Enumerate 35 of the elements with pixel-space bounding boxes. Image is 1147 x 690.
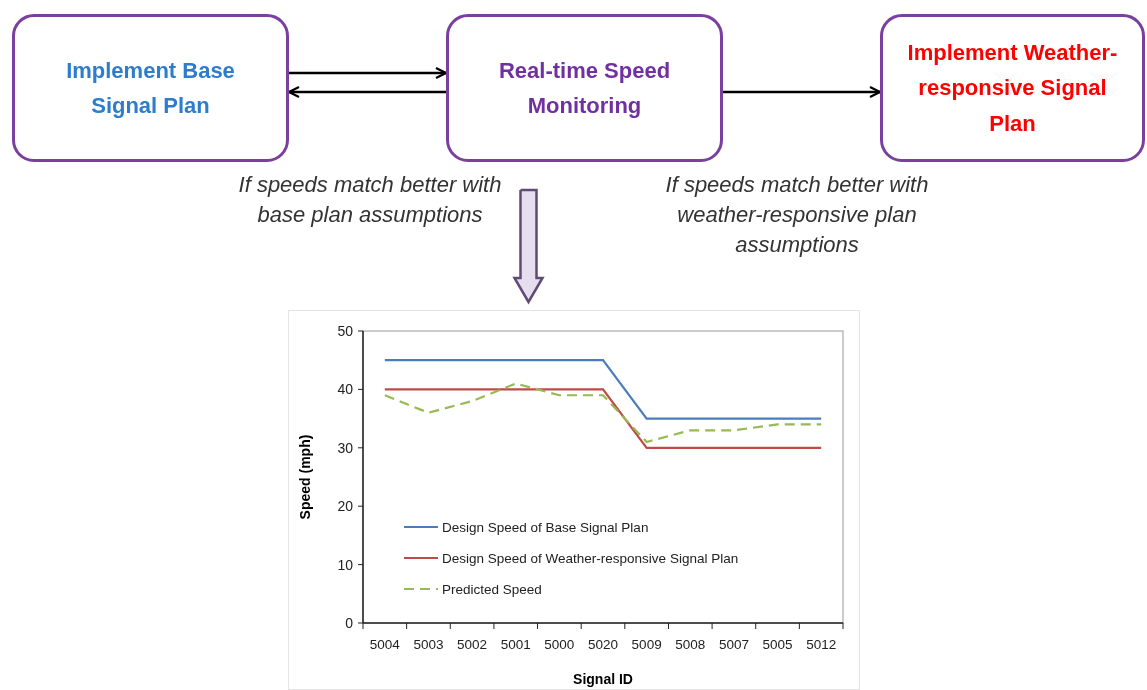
tick-label: 5003 [413, 637, 444, 652]
arrow [287, 85, 446, 99]
edge-label: If speeds match better with weather-responsive plan assumptions [664, 171, 930, 259]
arrow [723, 85, 882, 99]
tick-label: 5009 [631, 637, 662, 652]
axis-title: Speed (mph) [297, 434, 313, 520]
arrow [289, 66, 448, 80]
process-box [12, 14, 289, 162]
legend-label: Design Speed of Base Signal Plan [442, 520, 649, 535]
tick-label: 30 [337, 439, 353, 456]
node-label: Implement Base Signal Plan [65, 56, 236, 120]
node-label: Implement Weather-responsive Signal Plan [906, 39, 1119, 138]
chart-panel [288, 310, 860, 690]
node-label: Real-time Speed Monitoring [497, 56, 672, 120]
tick-label: 5012 [806, 637, 837, 652]
legend-label: Predicted Speed [442, 582, 542, 597]
block-arrow [512, 188, 545, 305]
tick-label: 5020 [588, 637, 618, 652]
tick-label: 10 [337, 556, 353, 573]
legend-label: Design Speed of Weather-responsive Signal Plan [442, 551, 739, 566]
tick-label: 5001 [500, 637, 531, 652]
tick-label: 5005 [762, 637, 793, 652]
axis-title: Signal ID [573, 671, 633, 687]
process-box [446, 14, 723, 162]
tick-label: 5004 [369, 637, 400, 652]
tick-label: 5007 [718, 637, 749, 652]
process-box [880, 14, 1145, 162]
tick-label: 50 [337, 323, 353, 339]
tick-label: 5002 [457, 637, 488, 652]
tick-label: 40 [337, 381, 353, 398]
tick-label: 5000 [544, 637, 575, 652]
tick-label: 5008 [675, 637, 706, 652]
tick-label: 0 [345, 615, 353, 631]
edge-label: If speeds match better with base plan assumptions [237, 171, 503, 229]
tick-label: 20 [337, 498, 353, 515]
